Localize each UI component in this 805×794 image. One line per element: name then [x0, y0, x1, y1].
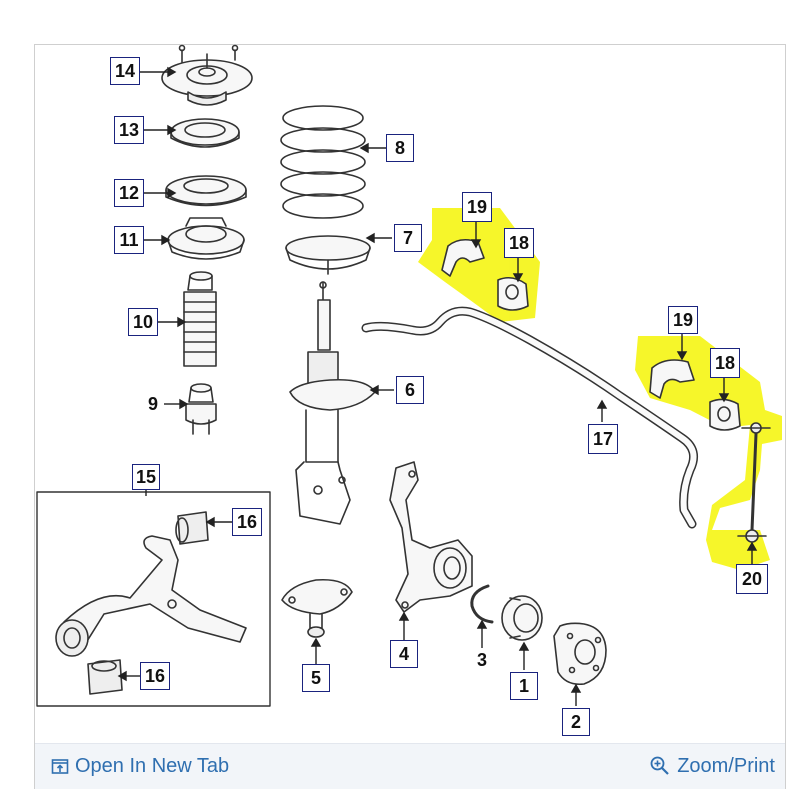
open-in-new-tab-label: Open In New Tab — [75, 754, 230, 777]
dust-boot-10 — [183, 271, 217, 367]
bracket-19-upper — [441, 238, 485, 277]
callout-6[interactable]: 6 — [396, 376, 424, 404]
stabilizer-link-20 — [737, 422, 771, 543]
lower-arm-box-15 — [36, 491, 271, 707]
open-in-new-tab-link[interactable]: Open In New Tab — [51, 752, 229, 780]
strut-assembly-6 — [289, 281, 376, 525]
spring-pad-7 — [285, 235, 371, 275]
zoom-magnifier-icon — [650, 756, 669, 775]
coil-spring-8 — [280, 105, 366, 219]
callout-4[interactable]: 4 — [390, 640, 418, 668]
wheel-bearing-1 — [501, 595, 543, 641]
callout-15[interactable]: 15 — [132, 464, 160, 490]
callout-5[interactable]: 5 — [302, 664, 330, 692]
callout-14[interactable]: 14 — [110, 57, 140, 85]
callout-19-right[interactable]: 19 — [668, 306, 698, 334]
callout-13[interactable]: 13 — [114, 116, 144, 144]
highlight-regions — [418, 208, 782, 570]
snap-ring-3 — [470, 584, 494, 624]
open-new-tab-icon — [51, 759, 69, 774]
spring-seat-12 — [165, 175, 247, 207]
callout-11[interactable]: 11 — [114, 226, 144, 254]
callout-7[interactable]: 7 — [394, 224, 422, 252]
callout-16-upper[interactable]: 16 — [232, 508, 262, 536]
bushing-18-right — [709, 398, 741, 431]
bump-stop-9 — [185, 383, 217, 435]
callout-12[interactable]: 12 — [114, 179, 144, 207]
stabilizer-bar-17 — [361, 306, 699, 529]
callout-10[interactable]: 10 — [128, 308, 158, 336]
callout-3[interactable]: 3 — [476, 649, 487, 670]
highlight-region-right — [635, 336, 782, 570]
callout-9[interactable]: 9 — [147, 393, 158, 414]
zoom-print-label: Zoom/Print — [677, 754, 775, 777]
steering-knuckle-4 — [389, 461, 473, 613]
callout-2[interactable]: 2 — [562, 708, 590, 736]
callout-16-lower[interactable]: 16 — [140, 662, 170, 690]
bushing-18-upper — [497, 276, 529, 311]
bushing-16-upper — [175, 511, 209, 545]
insulator-13 — [170, 118, 240, 148]
bushing-16-lower — [87, 659, 123, 695]
strut-mount-14 — [161, 44, 253, 106]
callout-17[interactable]: 17 — [588, 424, 618, 454]
bracket-19-right — [649, 359, 695, 399]
diagram-footer: Open In New Tab Zoom/Print — [35, 743, 785, 789]
part-drawings — [36, 44, 771, 707]
callout-19-upper[interactable]: 19 — [462, 192, 492, 222]
callout-18-upper[interactable]: 18 — [504, 228, 534, 258]
callout-20[interactable]: 20 — [736, 564, 768, 594]
ball-joint-5 — [281, 578, 353, 638]
callout-8[interactable]: 8 — [386, 134, 414, 162]
wheel-hub-2 — [553, 622, 607, 686]
leader-lines — [117, 66, 758, 706]
callout-1[interactable]: 1 — [510, 672, 538, 700]
lower-arm-15 — [55, 535, 247, 657]
bearing-11 — [167, 217, 245, 260]
callout-18-right[interactable]: 18 — [710, 348, 740, 378]
zoom-print-link[interactable]: Zoom/Print — [649, 752, 775, 780]
